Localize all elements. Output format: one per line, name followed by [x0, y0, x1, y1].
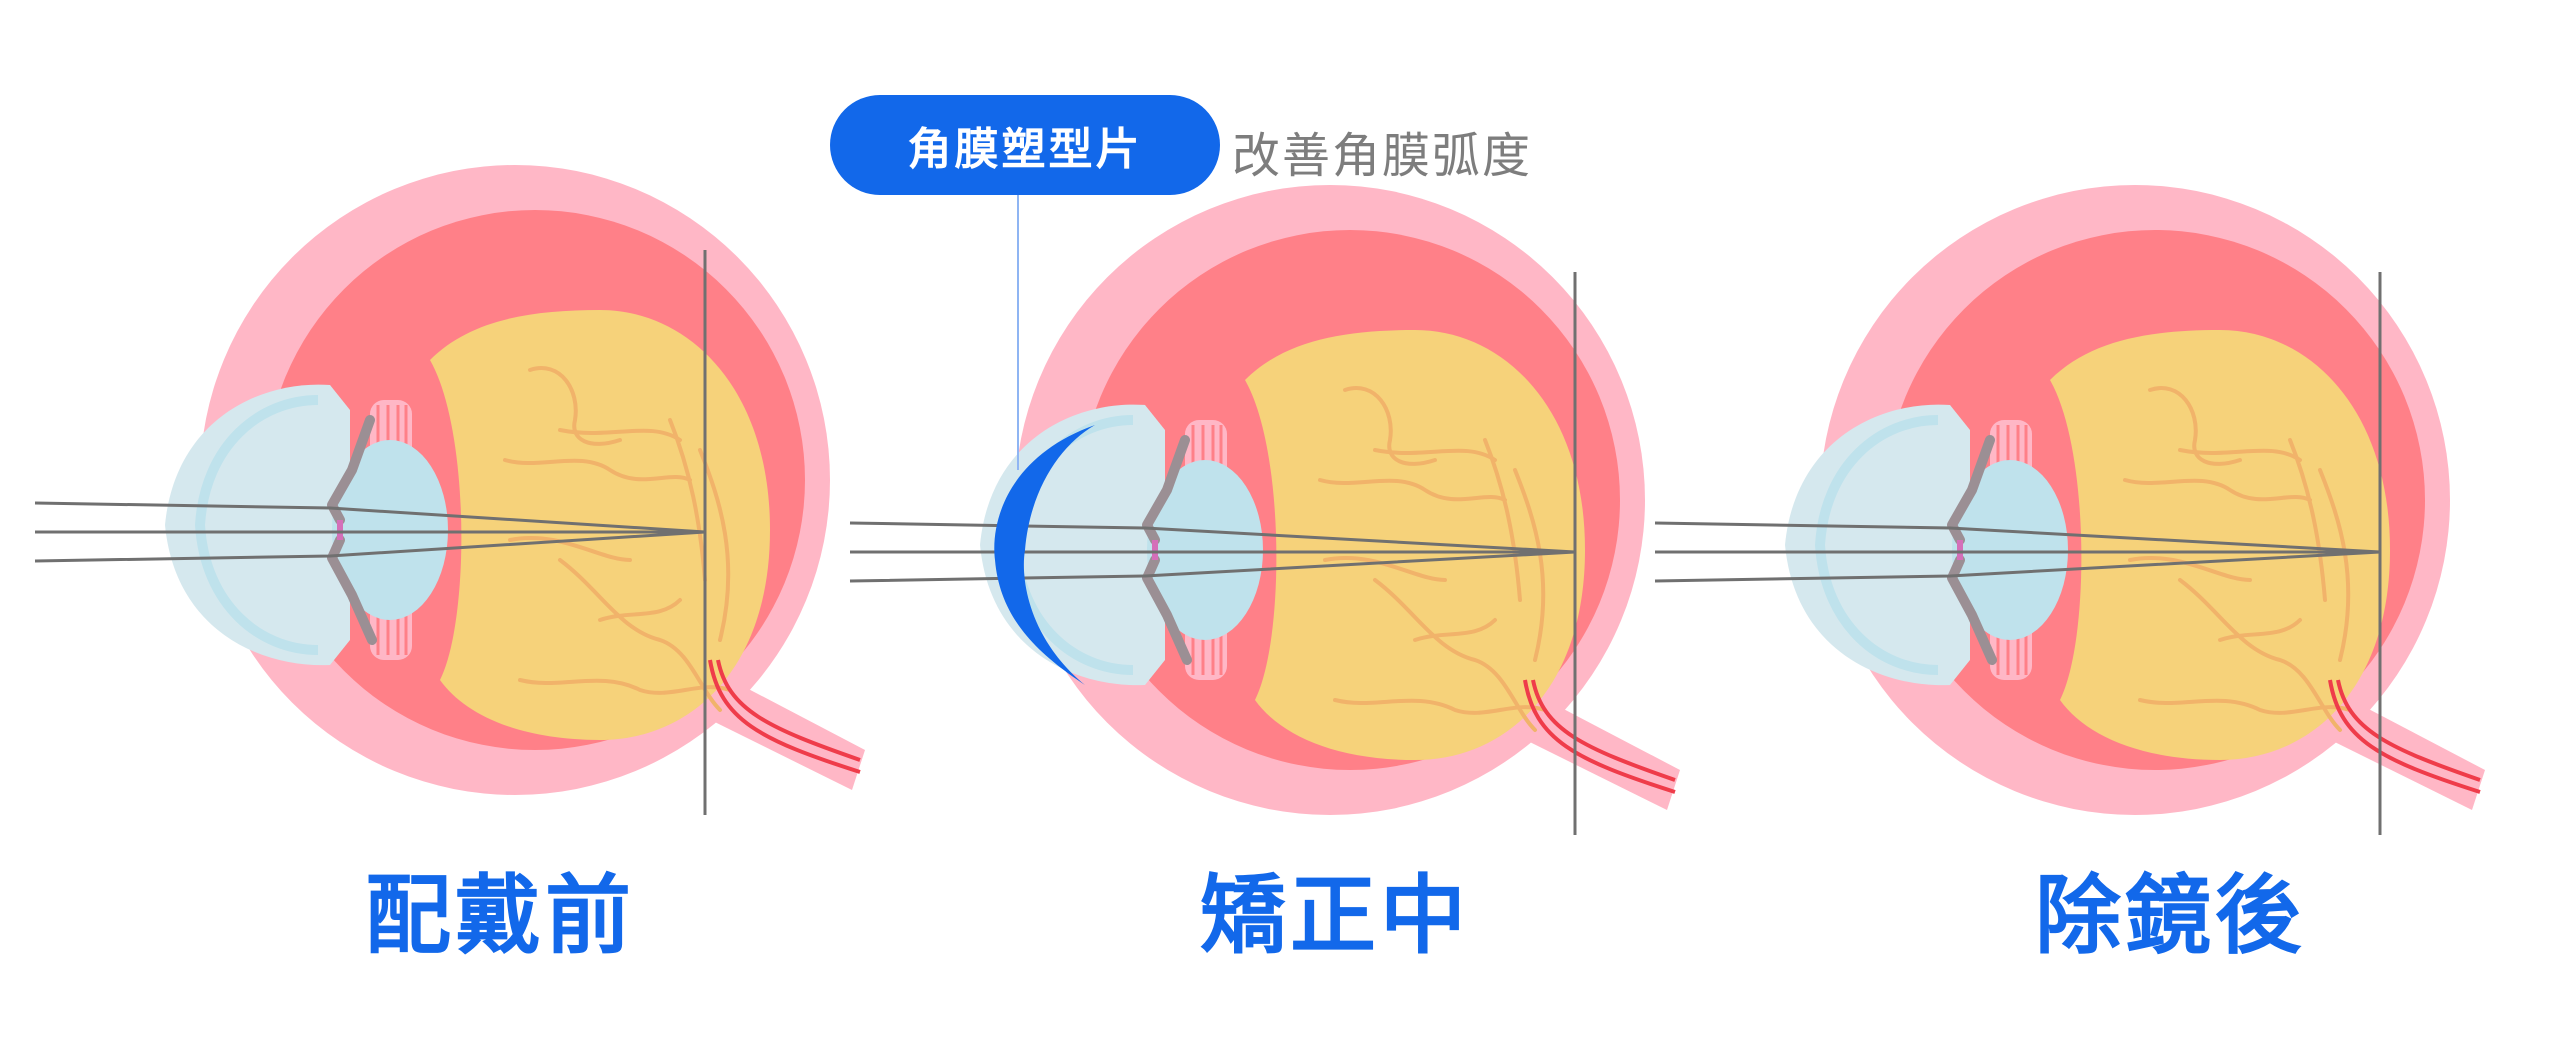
ortho-k-lens	[994, 425, 1095, 685]
eye-during	[849, 185, 1680, 835]
eye-before	[34, 165, 865, 815]
stage-label-after: 除鏡後	[2035, 866, 2305, 966]
light-rays	[849, 521, 1576, 583]
stage-label-during: 矯正中	[1200, 866, 1470, 966]
light-rays	[34, 501, 706, 563]
eye-after	[1654, 185, 2485, 835]
ortho-k-callout-label: 角膜塑型片	[830, 95, 1220, 195]
light-rays	[1654, 521, 2381, 583]
ortho-k-callout-note: 改善角膜弧度	[1232, 128, 1533, 184]
stage-label-before: 配戴前	[365, 866, 635, 966]
